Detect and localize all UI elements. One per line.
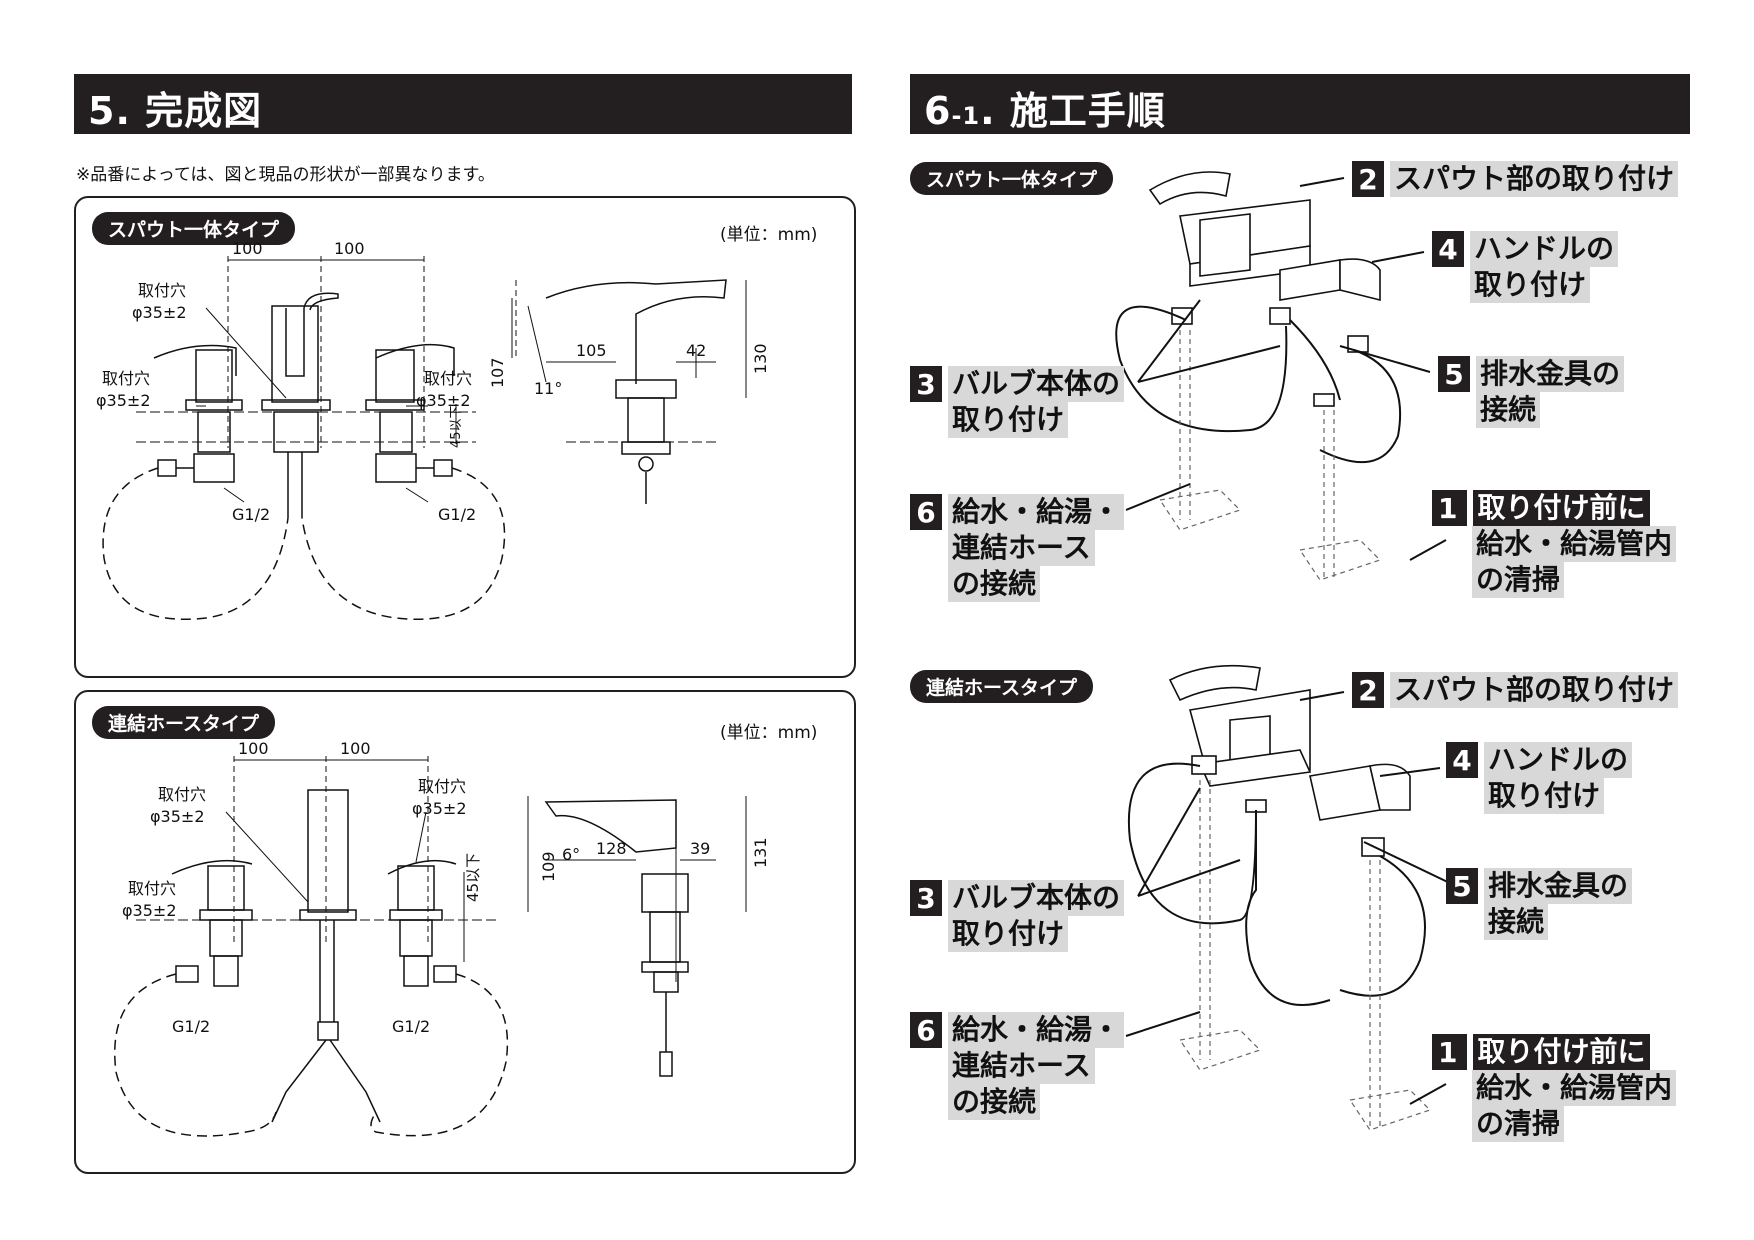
dimension-drawing: 100 100 取付穴 φ35±2 取付穴 φ35±2 取付穴 φ35±2 G1… — [96, 239, 770, 620]
side-height-a: 107 — [488, 357, 507, 388]
type-pill: 連結ホースタイプ — [92, 706, 276, 739]
thread-left: G1/2 — [232, 505, 270, 524]
dim-100-a: 100 — [232, 239, 263, 258]
side-reach: 105 — [576, 341, 607, 360]
side-angle: 11° — [534, 379, 562, 398]
drawing-panel-hose: 連結ホースタイプ (単位：mm) — [74, 690, 856, 1174]
hole-label: 取付穴 — [138, 281, 186, 300]
step-text: スパウト部の取り付け — [1390, 161, 1679, 197]
section5-header: 5. 完成図 — [74, 74, 852, 134]
side-reach: 128 — [596, 839, 627, 858]
side-height-a: 109 — [539, 851, 558, 882]
thread-right: G1/2 — [392, 1017, 430, 1036]
hole-label: 取付穴 — [158, 785, 206, 804]
section5-title: 5. 完成図 — [88, 89, 263, 133]
hole-label-left: 取付穴 — [128, 879, 176, 898]
side-height-b: 131 — [751, 837, 770, 868]
side-height-b: 130 — [751, 343, 770, 374]
unit-label: (単位：mm) — [720, 723, 818, 743]
dimension-drawing: 100 100 取付穴 φ35±2 取付穴 φ35±2 取付穴 φ35±2 G1… — [114, 739, 770, 1137]
side-gap: 39 — [690, 839, 710, 858]
section6-title: 6-1. 施工手順 — [924, 89, 1166, 133]
hole-label-right: 取付穴 — [424, 369, 472, 388]
hole-dia-right: φ35±2 — [412, 799, 467, 818]
hole-label-right: 取付穴 — [418, 777, 466, 796]
dim-100-b: 100 — [340, 739, 371, 758]
dim-100-a: 100 — [238, 739, 269, 758]
type-pill: 連結ホースタイプ — [910, 670, 1094, 703]
hole-dia-right: φ35±2 — [416, 391, 471, 410]
product-note: ※品番によっては、図と現品の形状が一部異なります。 — [76, 165, 495, 185]
depth-label: 45以下 — [449, 405, 464, 448]
side-gap: 42 — [686, 341, 706, 360]
hole-label-left: 取付穴 — [102, 369, 150, 388]
hole-dia-left: φ35±2 — [96, 391, 151, 410]
hole-dia: φ35±2 — [150, 807, 205, 826]
step-number: 2 — [1352, 161, 1384, 197]
depth-label: 45以下 — [464, 853, 482, 902]
type-pill: スパウト一体タイプ — [910, 162, 1114, 195]
hole-dia-left: φ35±2 — [122, 901, 177, 920]
unit-label: (単位：mm) — [720, 225, 818, 245]
type-pill: スパウト一体タイプ — [92, 212, 296, 245]
drawing-panel-integrated: スパウト一体タイプ (単位：mm) — [74, 196, 856, 678]
thread-right: G1/2 — [438, 505, 476, 524]
section6-header: 6-1. 施工手順 — [910, 74, 1690, 134]
dim-100-b: 100 — [334, 239, 365, 258]
thread-left: G1/2 — [172, 1017, 210, 1036]
side-angle: 6° — [562, 845, 580, 864]
hole-dia: φ35±2 — [132, 303, 187, 322]
